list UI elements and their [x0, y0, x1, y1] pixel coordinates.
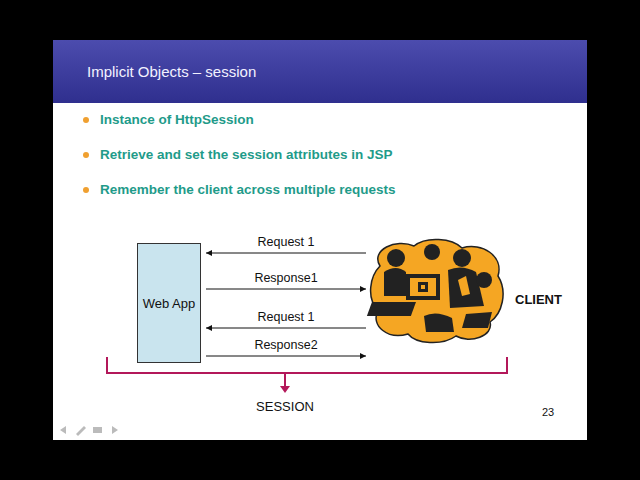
person-head — [387, 249, 405, 267]
person-head — [453, 249, 471, 267]
person-detail — [458, 276, 470, 296]
message-label: Response1 — [254, 271, 317, 286]
person-body — [384, 268, 406, 296]
nav-icon — [93, 427, 102, 433]
person-arm — [462, 312, 492, 328]
actor-label: CLIENT — [515, 292, 562, 307]
bullet-dot — [83, 152, 89, 158]
page-number: 23 — [542, 406, 554, 418]
nav-icon — [112, 426, 118, 434]
nav-icon — [76, 426, 86, 436]
message-arrow — [206, 250, 366, 256]
cloud-shape — [371, 239, 503, 342]
arrow-line — [206, 289, 366, 290]
slide-title: Implicit Objects – session — [87, 63, 256, 81]
person-head — [476, 272, 492, 288]
keyboard — [367, 302, 416, 316]
node-label: Web App — [143, 296, 196, 311]
monitor-screen — [410, 278, 436, 296]
message-arrow — [206, 325, 366, 331]
client-actor: CLIENT — [366, 236, 572, 346]
arrow-line — [206, 356, 366, 357]
client-illustration — [366, 236, 508, 346]
desk — [424, 313, 454, 332]
message-arrow — [206, 286, 366, 292]
bullet-dot — [83, 187, 89, 193]
arrow-head — [206, 250, 212, 256]
bullet-text: Retrieve and set the session attributes … — [100, 146, 393, 164]
process-box: Web App — [137, 243, 201, 363]
message-label: Request 1 — [258, 235, 315, 250]
message-label: Request 1 — [258, 310, 315, 325]
arrow-head — [360, 353, 366, 359]
arrow-head — [206, 325, 212, 331]
screen-icon — [418, 282, 428, 292]
nav-icons — [60, 426, 118, 436]
session-label: SESSION — [256, 399, 314, 414]
monitor — [406, 274, 440, 300]
person-body — [448, 267, 484, 308]
nav-icon — [60, 426, 66, 434]
bracket-arrow-shaft — [284, 373, 286, 388]
arrow-line — [206, 328, 366, 329]
bullet-dot — [83, 117, 89, 123]
bullet-text: Remember the client across multiple requ… — [100, 181, 396, 199]
message-arrow — [206, 353, 366, 359]
bullet-text: Instance of HttpSession — [100, 111, 254, 129]
arrow-line — [206, 253, 366, 254]
bracket-arrow-head — [280, 386, 290, 393]
message-label: Response2 — [254, 338, 317, 353]
arrow-head — [360, 286, 366, 292]
person-head — [424, 244, 440, 260]
